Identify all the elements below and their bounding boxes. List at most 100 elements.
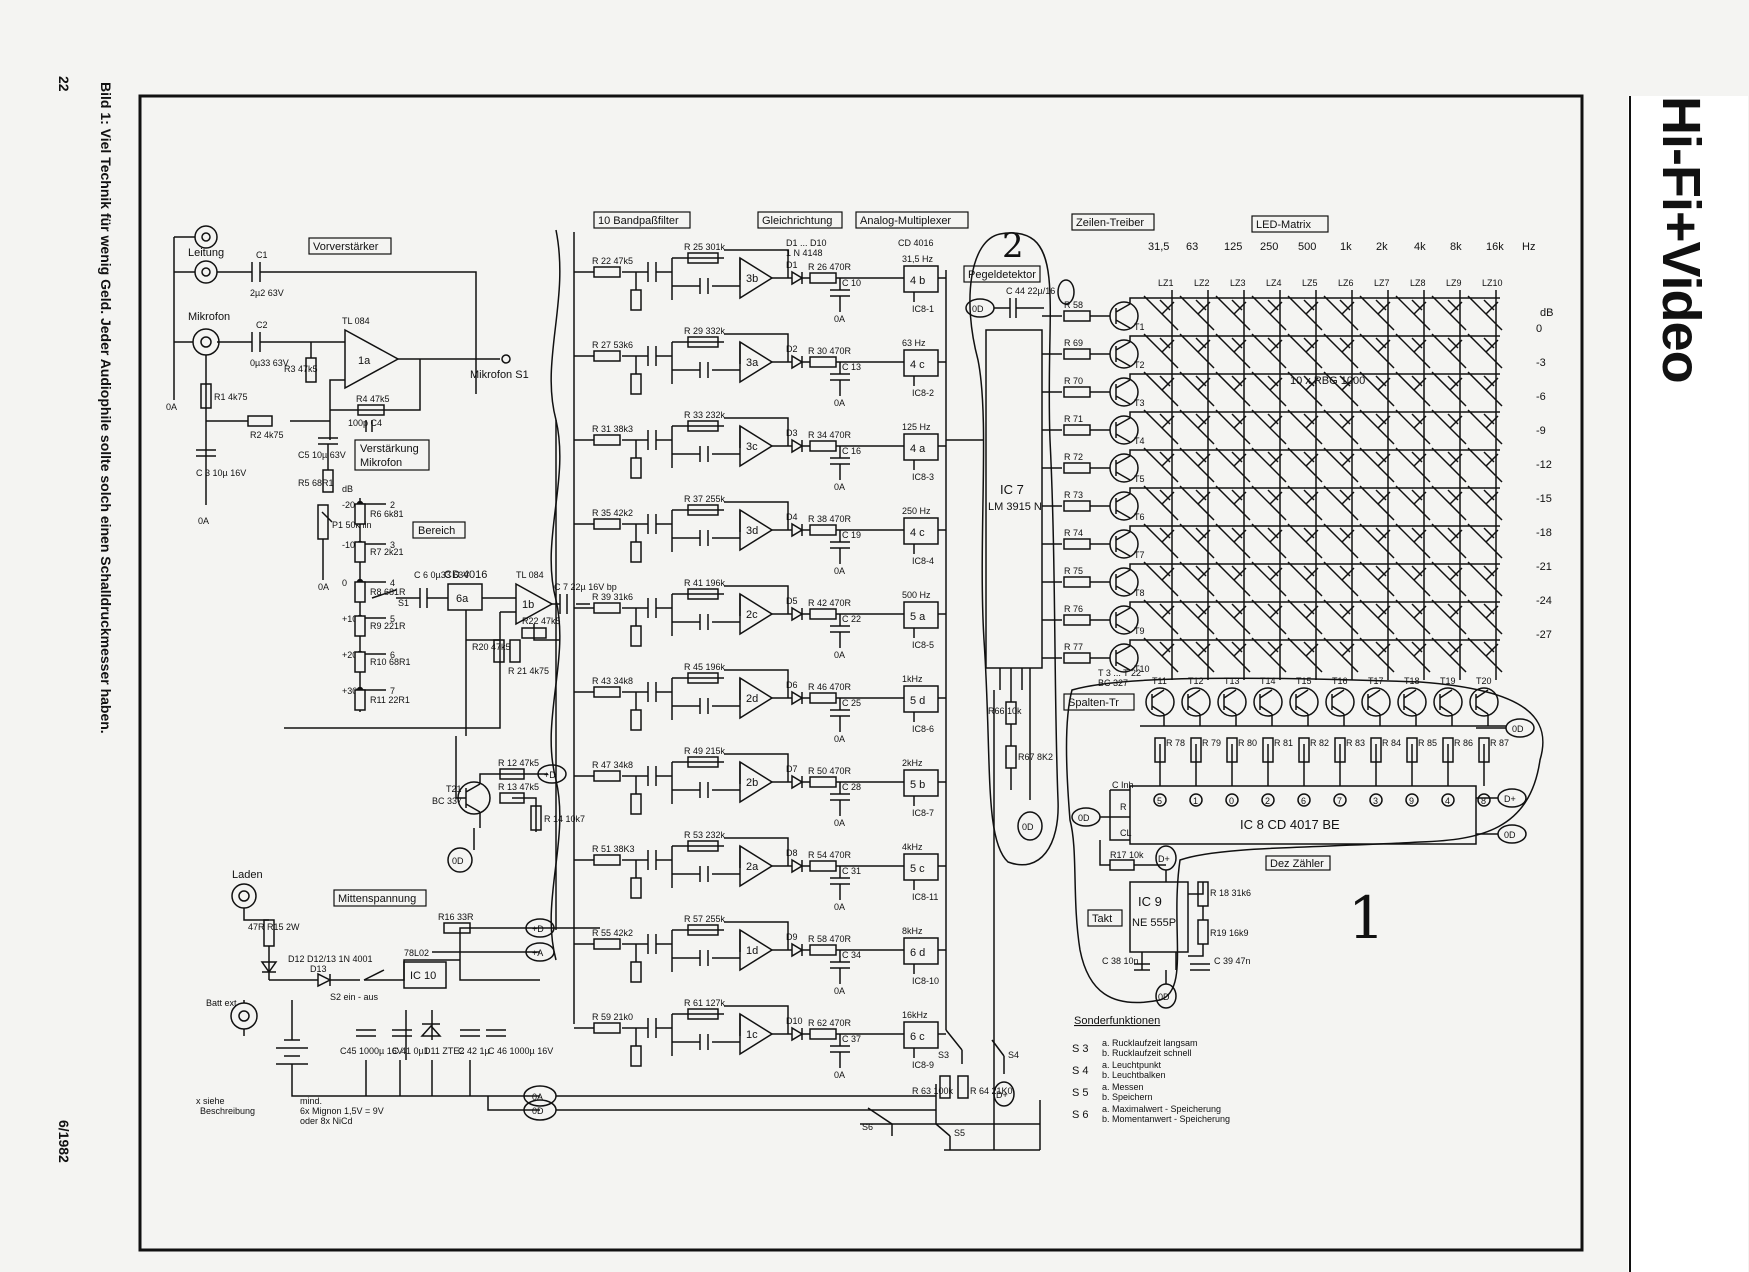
mux-label: 5 a: [910, 611, 926, 623]
rin-resistor: [593, 854, 621, 866]
cap-label: C 37: [842, 1034, 861, 1044]
opamp: [739, 256, 774, 300]
r17-symbol: [1109, 859, 1135, 871]
led-diagonal: [1179, 599, 1215, 635]
plus-a: +A: [532, 948, 543, 958]
ic8-label: IC 8 CD 4017 BE: [1240, 817, 1340, 832]
ic7-pins: [993, 668, 1031, 1150]
c1-symbol: [251, 262, 270, 282]
cap-label: C 19: [842, 530, 861, 540]
pegel-outline: [969, 232, 1059, 866]
led-diode: [1231, 375, 1247, 391]
row-resistor: [1063, 348, 1091, 360]
db-scale: dB0-3-6-9-12-15-18-21-24-27: [1536, 307, 1553, 641]
column-transistor-label: T13: [1224, 676, 1240, 686]
column-transistor-label: T20: [1476, 676, 1492, 686]
plus-d-bubble-1: [537, 764, 567, 784]
mux-box: [903, 769, 939, 797]
counter-pin-circle: [1225, 793, 1239, 807]
row-transistor: [1109, 415, 1139, 445]
opamp-output: [724, 249, 789, 279]
ic10-label: IC 10: [410, 970, 436, 982]
out-wire: [830, 277, 904, 312]
counter-pin-label: 3: [1373, 796, 1378, 806]
led-diode: [1339, 299, 1355, 315]
led-diode: [1411, 603, 1427, 619]
led-diode: [1375, 527, 1391, 543]
rout-resistor: [809, 524, 837, 536]
diode-label: D5: [786, 596, 798, 606]
box-6a-label: 6a: [456, 593, 469, 605]
led-diagonal: [1323, 523, 1359, 559]
mode-switches: [867, 1029, 1015, 1150]
led-diode: [1303, 489, 1319, 505]
cap-label: C 10: [842, 278, 861, 288]
row-resistor-label: R 73: [1064, 490, 1083, 500]
led-diagonal: [1359, 637, 1395, 673]
freq-label: 8kHz: [902, 926, 923, 936]
column-transistor-label: T15: [1296, 676, 1312, 686]
c46-symbol: [486, 1029, 506, 1037]
led-diode: [1375, 565, 1391, 581]
c44-label: C 44 22µ/16: [1006, 286, 1055, 296]
range-step-label: dB: [342, 484, 353, 494]
led-diagonal: [1431, 447, 1467, 483]
mux-box: [903, 265, 939, 293]
rin-resistor: [593, 350, 621, 362]
rin-label: R 35 42k2: [592, 508, 633, 518]
p1-symbol: [317, 504, 329, 540]
led-diode: [1303, 299, 1319, 315]
c42-label: C 42 1µ: [458, 1046, 490, 1056]
mux-out: [913, 949, 946, 974]
led-diagonal: [1359, 447, 1395, 483]
rin-label: R 47 34k8: [592, 760, 633, 770]
r5-label: R5 68R1: [298, 478, 334, 488]
led-diagonal: [1179, 561, 1215, 597]
opamp: [739, 1012, 774, 1056]
rout-resistor: [809, 944, 837, 956]
bandpass-label: 10 Bandpaßfilter: [598, 215, 679, 227]
row-resistor: [1063, 386, 1091, 398]
zero-a: 0A: [532, 1092, 543, 1102]
zero-d-bubble-8: [1155, 983, 1177, 1009]
mux-out: [913, 445, 946, 470]
input-section: [173, 225, 511, 505]
r2-symbol: [247, 415, 273, 427]
led-diagonal: [1323, 447, 1359, 483]
led-diagonal: [1395, 333, 1431, 369]
led-column-label: LZ7: [1374, 278, 1390, 288]
db-scale-label: -9: [1536, 425, 1546, 437]
rout-label: R 34 470R: [808, 430, 852, 440]
rin-resistor: [593, 518, 621, 530]
led-diagonal: [1179, 485, 1215, 521]
column-transistor-leads: [1151, 689, 1165, 786]
row-resistor: [1063, 500, 1091, 512]
ic8-pin-label: IC8-2: [912, 388, 934, 398]
diode-range-label: D1 ... D10: [786, 238, 827, 248]
led-type-label: 10 x RBG 1000: [1290, 375, 1365, 387]
cap-label: C 25: [842, 698, 861, 708]
opamp: [739, 928, 774, 972]
column-transistor-leads: [1187, 689, 1201, 786]
mux-out: [913, 277, 946, 302]
range-resistor: [354, 581, 366, 603]
c-feedback: [699, 866, 709, 882]
c1-label: C1: [256, 250, 268, 260]
ground-label: 0A: [834, 650, 845, 660]
siehe-note-2: Beschreibung: [200, 1106, 255, 1116]
ic7-section: [965, 232, 1075, 1150]
led-diagonal: [1251, 409, 1287, 445]
s6-label: S6: [862, 1122, 873, 1132]
row-transistor-label: T10: [1134, 664, 1150, 674]
d13-label: D13: [310, 964, 327, 974]
led-diagonal: [1215, 447, 1251, 483]
counter-pin-label: 4: [1445, 796, 1450, 806]
c45-symbol: [356, 1029, 376, 1037]
led-diagonal: [1467, 371, 1503, 407]
led-diagonal: [1287, 637, 1323, 673]
led-diagonal: [1287, 561, 1323, 597]
rf-label: R 33 232k: [684, 410, 726, 420]
diode-label: D1: [786, 260, 798, 270]
led-diode: [1231, 603, 1247, 619]
